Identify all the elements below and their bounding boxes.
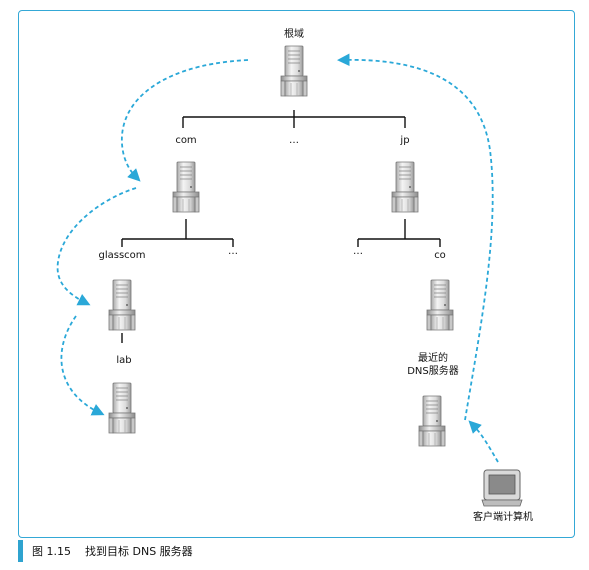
arrow-to-nearest-dns xyxy=(468,420,499,463)
arrow-to-root xyxy=(336,53,494,421)
co-server-icon xyxy=(426,279,454,331)
nearest-dns-label-line1: 最近的 xyxy=(418,353,448,364)
query-arrows xyxy=(56,53,499,463)
figure-number: 图 1.15 xyxy=(32,545,71,558)
root-ellipsis: … xyxy=(289,135,299,146)
nearest-dns-server-icon xyxy=(418,395,446,447)
com-server-icon xyxy=(172,161,200,213)
client-computer-label: 客户端计算机 xyxy=(473,512,533,523)
glasscom-server-icon xyxy=(108,279,136,331)
lab-server-icon xyxy=(108,382,136,434)
figure-caption: 图 1.15 找到目标 DNS 服务器 xyxy=(32,545,193,558)
co-label: co xyxy=(434,250,446,261)
root-server-icon xyxy=(280,45,308,97)
com-ellipsis: … xyxy=(228,246,238,257)
jp-label: jp xyxy=(400,135,410,146)
arrow-to-lab xyxy=(60,315,105,416)
figure-frame xyxy=(18,10,575,538)
arrow-to-glasscom xyxy=(56,187,137,306)
glasscom-label: glasscom xyxy=(98,250,146,261)
root-domain-label: 根域 xyxy=(284,29,304,40)
figure-title: 找到目标 DNS 服务器 xyxy=(85,545,193,558)
tree-lines xyxy=(121,110,441,343)
arrow-to-com xyxy=(120,59,249,182)
lab-label: lab xyxy=(116,355,132,366)
jp-server-icon xyxy=(391,161,419,213)
caption-accent-bar xyxy=(18,540,23,562)
jp-ellipsis: … xyxy=(353,246,363,257)
nearest-dns-label-line2: DNS服务器 xyxy=(407,366,459,377)
client-computer-icon xyxy=(481,469,523,507)
com-label: com xyxy=(175,135,197,146)
